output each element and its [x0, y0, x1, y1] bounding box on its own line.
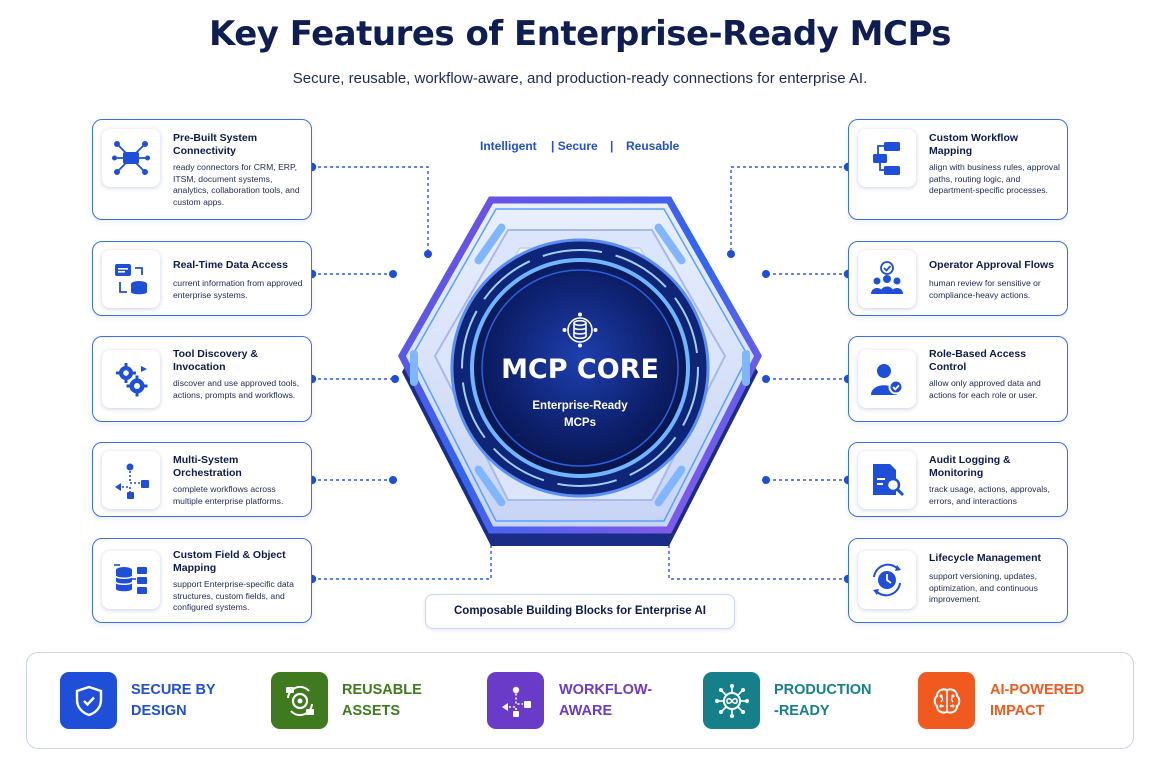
card-description: track usage, actions, approvals, errors,… — [929, 484, 1050, 506]
card-title: Pre-Built System Connectivity — [173, 132, 258, 157]
feature-card-lifecycle: Lifecycle Management support versioning,… — [848, 538, 1068, 623]
core-subtitle: Enterprise-Ready MCPs — [480, 398, 680, 432]
card-title: Real-Time Data Access — [173, 259, 288, 271]
audit-search-icon — [858, 451, 916, 509]
ai-brain-icon — [918, 672, 975, 729]
workflow-flow-icon — [487, 672, 544, 729]
workflow-icon — [858, 129, 916, 187]
card-description: ready connectors for CRM, ERP, ITSM, doc… — [173, 162, 300, 207]
tagline-secure: | Secure — [551, 139, 598, 153]
card-title: Lifecycle Management — [929, 552, 1042, 564]
mcp-core-hexagon — [398, 196, 762, 546]
page-subtitle: Secure, reusable, workflow-aware, and pr… — [292, 70, 868, 87]
feature-card-operator-approval: Operator Approval Flows human review for… — [848, 241, 1068, 316]
card-description: discover and use approved tools, actions… — [173, 378, 300, 400]
core-subtitle-line2: MCPs — [564, 417, 596, 429]
pillar-reusable-label: REUSABLE ASSETS — [342, 682, 422, 719]
connector-right-1 — [730, 166, 848, 250]
database-network-icon — [562, 312, 598, 348]
field-mapping-icon — [102, 551, 160, 609]
feature-card-prebuilt-connectivity: Pre-Built System Connectivity ready conn… — [92, 119, 312, 220]
card-description: current information from approved enterp… — [173, 278, 303, 300]
infinity-network-icon — [703, 672, 760, 729]
pillar-workflow-label: WORKFLOW- AWARE — [559, 682, 653, 719]
reuse-gear-icon — [271, 672, 328, 729]
card-description: align with business rules, approval path… — [929, 162, 1060, 195]
feature-card-audit-logging: Audit Logging & Monitoring track usage, … — [848, 442, 1068, 517]
gears-icon — [102, 350, 160, 408]
tagline-intelligent: Intelligent — [480, 139, 537, 153]
feature-card-workflow-mapping: Custom Workflow Mapping align with busin… — [848, 119, 1068, 220]
card-title: Operator Approval Flows — [929, 259, 1055, 271]
tagline-reusable: Reusable — [626, 139, 680, 153]
tagline-separator: | — [610, 139, 614, 153]
card-title: Audit Logging & Monitoring — [929, 454, 1011, 479]
pillar-ai-label: AI-POWERED IMPACT — [990, 682, 1085, 719]
card-title: Custom Field & Object Mapping — [173, 549, 286, 574]
page-title: Key Features of Enterprise-Ready MCPs — [208, 14, 952, 54]
card-description: support versioning, updates, optimizatio… — [929, 571, 1038, 604]
network-hub-icon — [102, 129, 160, 187]
pillar-production-label: PRODUCTION -READY — [774, 682, 872, 719]
card-description: allow only approved data and actions for… — [929, 378, 1041, 400]
orchestration-icon — [102, 451, 160, 509]
core-title: MCP CORE — [501, 354, 659, 385]
core-subtitle-line1: Enterprise-Ready — [532, 400, 628, 412]
card-title: Role-Based Access Control — [929, 348, 1027, 373]
feature-card-tool-discovery: Tool Discovery & Invocation discover and… — [92, 336, 312, 422]
card-description: support Enterprise-specific data structu… — [173, 579, 294, 612]
composable-label: Composable Building Blocks for Enterpris… — [425, 594, 735, 629]
feature-card-realtime-data: Real-Time Data Access current informatio… — [92, 241, 312, 316]
feature-card-role-access: Role-Based Access Control allow only app… — [848, 336, 1068, 422]
card-title: Multi-System Orchestration — [173, 454, 242, 479]
pillar-secure-label: SECURE BY DESIGN — [131, 682, 216, 719]
card-description: human review for sensitive or compliance… — [929, 278, 1041, 300]
data-sync-icon — [102, 250, 160, 308]
shield-check-icon — [60, 672, 117, 729]
approval-team-icon — [858, 250, 916, 308]
user-check-icon — [858, 350, 916, 408]
connector-left-1 — [312, 166, 429, 250]
feature-card-multi-system: Multi-System Orchestration complete work… — [92, 442, 312, 517]
card-title: Tool Discovery & Invocation — [173, 348, 258, 373]
card-description: complete workflows across multiple enter… — [173, 484, 284, 506]
lifecycle-clock-icon — [858, 551, 916, 609]
feature-card-field-mapping: Custom Field & Object Mapping support En… — [92, 538, 312, 623]
card-title: Custom Workflow Mapping — [929, 132, 1019, 157]
